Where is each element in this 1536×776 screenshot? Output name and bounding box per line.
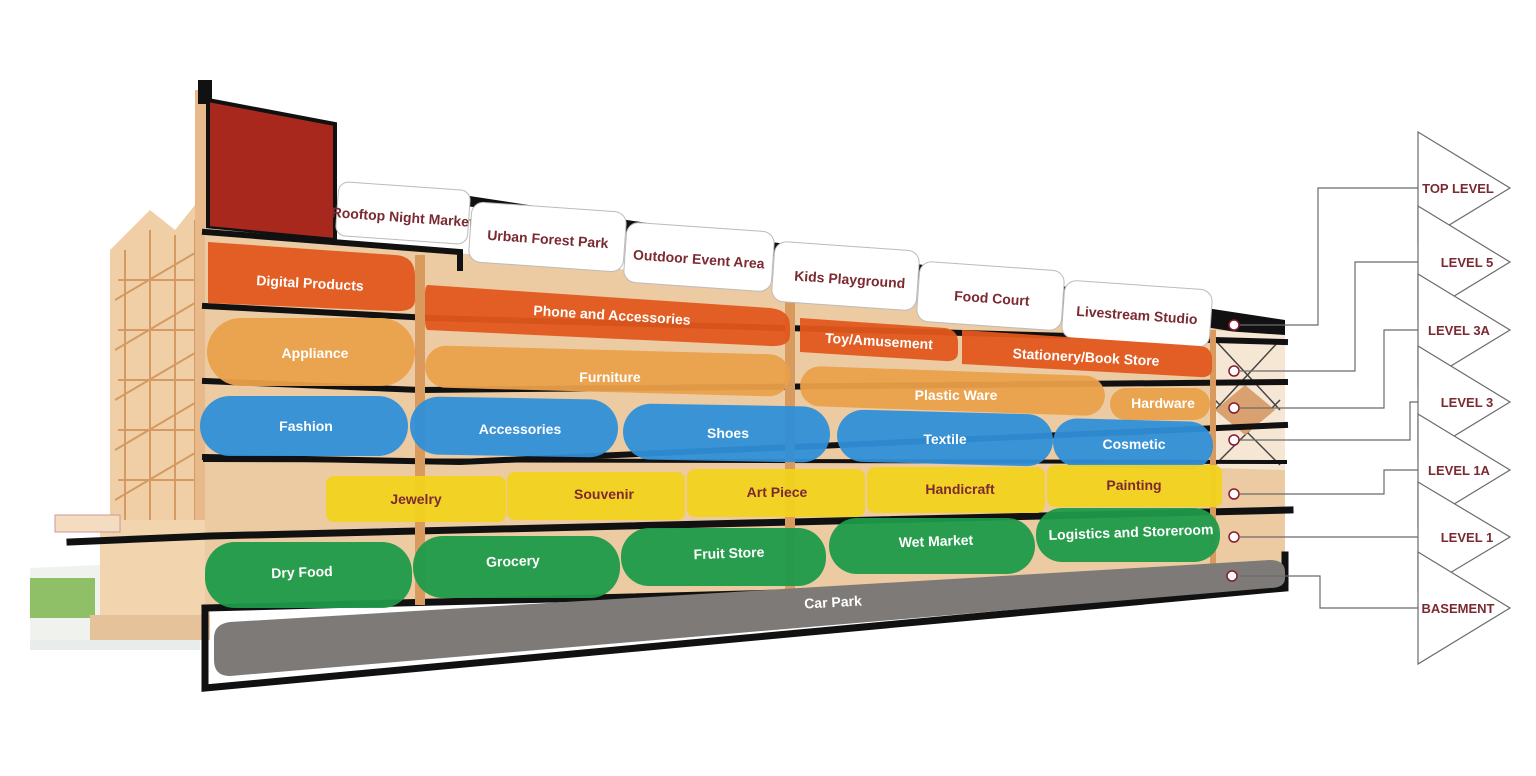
zone-handicraft: Handicraft xyxy=(867,467,1045,513)
zone-rooftop-night-market: Rooftop Night Market xyxy=(331,181,475,245)
zone-label: Kids Playground xyxy=(794,267,906,291)
zone-label: Food Court xyxy=(954,288,1031,309)
zone-label: Furniture xyxy=(579,369,641,385)
zone-label: Souvenir xyxy=(574,486,634,502)
marker-level-3 xyxy=(1228,434,1240,446)
zone-accessories: Accessories xyxy=(410,396,618,458)
zone-furniture: Furniture xyxy=(425,345,790,397)
zone-label: Car Park xyxy=(804,592,863,611)
zone-label: Digital Products xyxy=(256,272,364,294)
zone-urban-forest-park: Urban Forest Park xyxy=(468,201,627,272)
connector-level-1a xyxy=(1240,469,1418,495)
zone-stationery-book-store: Stationery/Book Store xyxy=(962,330,1212,378)
zone-logistics-and-storeroom: Logistics and Storeroom xyxy=(1036,508,1220,562)
marker-level-5 xyxy=(1228,365,1240,377)
level-label-1a: LEVEL 1A xyxy=(1428,463,1491,478)
zone-phone-and-accessories: Phone and Accessories xyxy=(425,285,790,347)
zone-label: Stationery/Book Store xyxy=(1012,345,1160,369)
zone-label: Shoes xyxy=(707,425,749,441)
level-tab-level-3a xyxy=(1417,272,1512,388)
zone-label: Logistics and Storeroom xyxy=(1048,521,1213,543)
level-tab-level-1 xyxy=(1417,480,1512,594)
level-label-basement: BASEMENT xyxy=(1422,601,1495,616)
roof-panel xyxy=(206,97,337,243)
marker-top-level xyxy=(1228,319,1240,331)
zone-label: Accessories xyxy=(479,421,562,437)
level-legend xyxy=(1226,130,1512,666)
zone-livestream-studio: Livestream Studio xyxy=(1061,280,1213,348)
level-labels: TOP LEVEL LEVEL 5 LEVEL 3A LEVEL 3 LEVEL… xyxy=(1422,181,1495,616)
zone-wet-market: Wet Market xyxy=(829,518,1035,574)
zone-toy-amusement: Toy/Amusement xyxy=(800,318,958,362)
zone-appliance: Appliance xyxy=(207,318,415,386)
zone-jewelry: Jewelry xyxy=(326,476,506,522)
zone-food-court: Food Court xyxy=(916,261,1065,331)
zone-outdoor-event-area: Outdoor Event Area xyxy=(623,222,775,292)
zones: Rooftop Night Market Urban Forest Park O… xyxy=(200,181,1285,676)
zone-fruit-store: Fruit Store xyxy=(621,528,826,586)
zone-label: Painting xyxy=(1106,477,1161,493)
zone-label: Plastic Ware xyxy=(915,387,998,403)
zone-plastic-ware: Plastic Ware xyxy=(800,366,1105,416)
zone-art-piece: Art Piece xyxy=(687,469,865,517)
zone-grocery: Grocery xyxy=(413,536,620,598)
zone-cosmetic: Cosmetic xyxy=(1053,418,1213,470)
ground-landscape xyxy=(30,565,200,650)
zone-label: Art Piece xyxy=(747,484,808,500)
zone-label: Hardware xyxy=(1131,395,1195,411)
zone-textile: Textile xyxy=(837,409,1053,467)
zone-label: Dry Food xyxy=(271,563,333,581)
zone-painting: Painting xyxy=(1047,465,1222,507)
zone-shoes: Shoes xyxy=(623,403,830,463)
marker-level-1a xyxy=(1228,488,1240,500)
zone-label: Handicraft xyxy=(925,481,995,497)
zone-hardware: Hardware xyxy=(1110,388,1210,420)
level-label-1: LEVEL 1 xyxy=(1441,530,1494,545)
zone-label: Grocery xyxy=(486,552,540,570)
level-label-3a: LEVEL 3A xyxy=(1428,323,1491,338)
marker-level-3a xyxy=(1228,402,1240,414)
zone-label: Appliance xyxy=(282,345,349,361)
connector-level-5 xyxy=(1240,261,1418,372)
zone-label: Wet Market xyxy=(898,532,973,551)
zone-label: Toy/Amusement xyxy=(825,330,934,353)
connector-level-3a xyxy=(1240,329,1418,409)
connector-top-level xyxy=(1240,187,1418,326)
level-label-3: LEVEL 3 xyxy=(1441,395,1494,410)
connector-level-3 xyxy=(1240,401,1418,441)
level-tab-top-level xyxy=(1417,130,1512,246)
connector-basement xyxy=(1240,575,1418,609)
zone-label: Textile xyxy=(923,431,967,447)
level-tab-basement xyxy=(1417,550,1512,666)
marker-level-1 xyxy=(1228,531,1240,543)
level-label-5: LEVEL 5 xyxy=(1441,255,1494,270)
zone-label: Fruit Store xyxy=(693,544,765,562)
zone-souvenir: Souvenir xyxy=(507,472,685,520)
zone-fashion: Fashion xyxy=(200,396,408,456)
zone-car-park: Car Park xyxy=(214,560,1285,676)
marker-basement xyxy=(1226,570,1238,582)
level-label-top: TOP LEVEL xyxy=(1422,181,1494,196)
zone-label: Cosmetic xyxy=(1102,436,1165,452)
zone-digital-products: Digital Products xyxy=(208,242,415,312)
zone-label: Fashion xyxy=(279,418,333,434)
zone-label: Jewelry xyxy=(390,491,442,507)
zone-kids-playground: Kids Playground xyxy=(771,241,920,311)
zone-dry-food: Dry Food xyxy=(205,542,412,608)
